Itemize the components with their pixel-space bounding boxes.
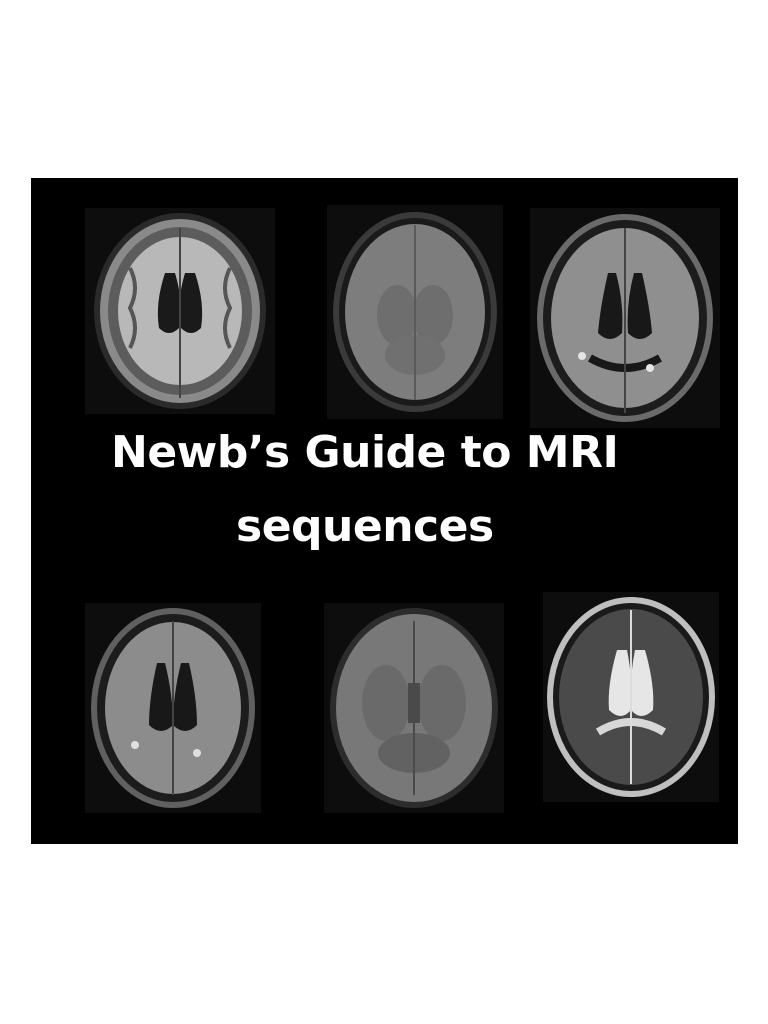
brain-scan-flair bbox=[530, 208, 720, 428]
title-line-1: Newb’s Guide to MRI bbox=[111, 427, 619, 478]
brain-scan-pd bbox=[327, 205, 503, 419]
brain-scan-dwi bbox=[324, 603, 504, 813]
title-line-2: sequences bbox=[236, 501, 494, 552]
brain-scan-flair-2 bbox=[85, 603, 261, 813]
poster: Newb’s Guide to MRI sequences bbox=[31, 178, 738, 844]
brain-scan-t1 bbox=[85, 208, 275, 414]
brain-scan-t2 bbox=[543, 592, 719, 802]
